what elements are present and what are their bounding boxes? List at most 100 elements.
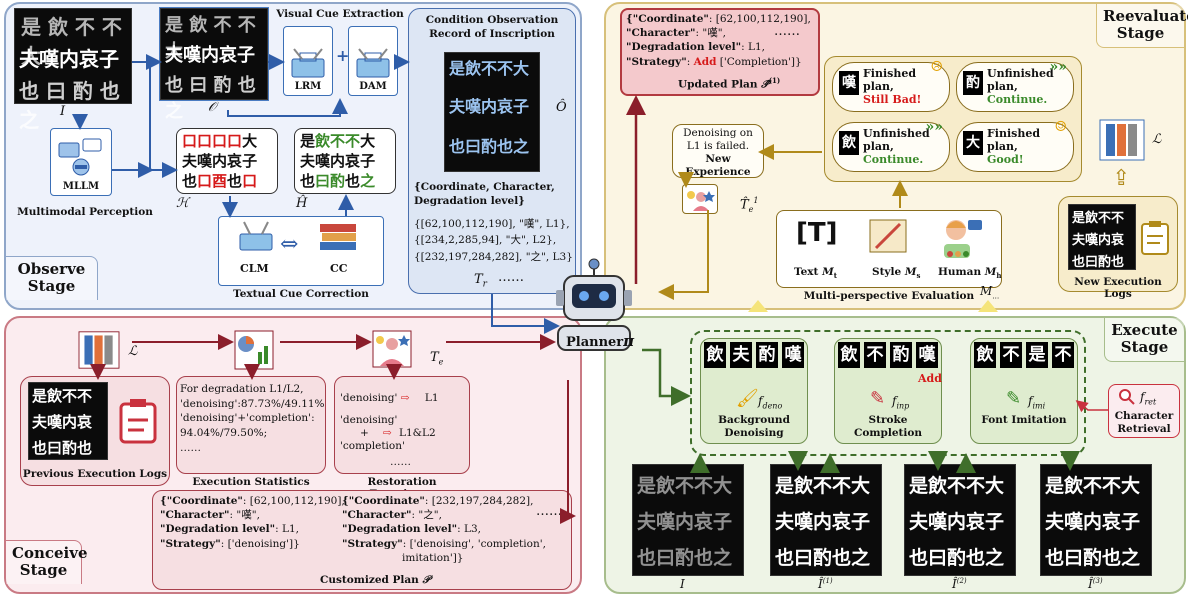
- symbol-f-ret: fret: [1140, 390, 1157, 407]
- output-symbol: Î(2): [952, 577, 967, 591]
- tool-caption: Stroke Completion: [854, 414, 922, 439]
- cloud-line-2: Continue.: [987, 93, 1048, 107]
- symbol-H-hat: Ĥ: [296, 196, 308, 211]
- plan-key: {"Coordinate": [160, 495, 243, 507]
- tool-caption: Font Imitation: [981, 414, 1067, 426]
- symbol-L-conceive: ℒ: [128, 344, 138, 359]
- plan-b-lines: {"Coordinate": [232,197,284,282],"Charac…: [342, 494, 568, 565]
- multimodal-perception-caption: Multimodal Perception: [17, 206, 153, 218]
- cloud-line-1: Finished plan,: [987, 127, 1041, 154]
- symbol-L-reeval: ℒ: [1152, 132, 1162, 147]
- observe-stage-label: Observe Stage: [6, 256, 98, 300]
- plan-key: {"Coordinate": [626, 13, 709, 25]
- record-line: {[232,197,284,282], "之", L3}: [414, 250, 573, 263]
- corrected-text-row: 也曰酌也之: [300, 171, 390, 191]
- raw-text-char: 口: [197, 172, 213, 190]
- clipboard-icon: [1141, 221, 1169, 255]
- execution-stats-box: [176, 376, 326, 474]
- updated-plan-line: "Strategy": Add ['Completion']}: [626, 55, 822, 69]
- magnifier-icon: [1119, 389, 1135, 405]
- output-row: 夫嘆内哀子: [637, 511, 733, 533]
- tool-char-tile: 酌: [890, 342, 912, 368]
- plan-value: : L3,: [457, 523, 481, 536]
- tool-function-symbol: fimi: [1028, 394, 1046, 411]
- output-row: 是飲不不大: [775, 475, 871, 497]
- symbol-O: 𝒪: [208, 100, 217, 115]
- plan-line: "Degradation level": L1,: [160, 522, 346, 536]
- detected-regions-image: 是 飲 不 不 大 夫嘆内哀子 也 曰 酌 也 之: [159, 7, 269, 122]
- plan-line: "Character": "之",: [342, 508, 568, 522]
- tool-char-tile: 酌: [756, 342, 778, 368]
- output-row: 也曰酌也之: [637, 547, 733, 569]
- books-icon: [320, 224, 356, 250]
- toolbox-icon: [291, 48, 325, 78]
- updated-plan-box: [620, 8, 820, 96]
- output-inscription-image: 是飲不不大夫嘆内哀子也曰酌也之: [904, 464, 1016, 576]
- mllm-module: MLLM: [50, 128, 112, 196]
- toolbox-icon: [239, 221, 273, 251]
- multi-eval-ellipsis: M…: [980, 284, 1000, 301]
- raw-text-box: 口口口口大夫嘆内哀子也口酉也口: [176, 128, 278, 194]
- strategy-rest: ['Completion']}: [716, 55, 802, 68]
- cloud-line-2: Still Bad!: [863, 93, 922, 107]
- plan-value: : "嘆",: [229, 509, 260, 522]
- symbol-O-hat: Ô: [556, 100, 567, 115]
- stats-line: 'denoising'+'completion':: [180, 412, 315, 425]
- symbol-Tr: Tr: [474, 272, 487, 290]
- output-row: 是飲不不大: [1045, 475, 1141, 497]
- tool-char-tile: 不: [1052, 342, 1074, 368]
- plan-key: "Strategy": [626, 55, 687, 68]
- corrected-text-char: 不: [345, 132, 361, 150]
- cloud-character: 酌: [963, 71, 983, 95]
- corrected-text-box: 是飲不不大夫嘆内哀子也曰酌也之: [294, 128, 396, 194]
- observe-arrows: [72, 54, 560, 334]
- previous-logs-caption: Previous Execution Logs: [22, 468, 168, 480]
- updated-plan-line: {"Coordinate": [62,100,112,190],: [626, 12, 822, 26]
- log-clipboard-icon: [119, 399, 157, 444]
- human-evaluator-icon: [944, 220, 982, 258]
- output-row: 也曰酌也之: [1045, 547, 1141, 569]
- execute-arrows: [642, 348, 1108, 473]
- tool-caption: Background Denoising: [718, 414, 790, 439]
- raw-text-char: 口: [212, 132, 228, 150]
- restoration-experience-box: [334, 376, 470, 474]
- tool-char-tile: 飲: [704, 342, 726, 368]
- pencil-icon: ✎: [870, 388, 886, 409]
- cc-label: CC: [330, 262, 348, 275]
- condition-record-title: Condition Observation Record of Inscript…: [425, 14, 559, 40]
- broom-icon: 🖌: [736, 388, 759, 409]
- plan-line: "Degradation level": L3,: [342, 522, 568, 536]
- plan-key: "Degradation level": [342, 523, 458, 536]
- cloud-line-2: Good!: [987, 153, 1024, 167]
- plan-value: : [232,197,284,282],: [424, 495, 534, 507]
- output-row: 夫嘆内哀子: [909, 511, 1005, 533]
- output-row: 也曰酌也之: [909, 547, 1005, 569]
- symbol-Te: Te: [430, 350, 444, 367]
- text-eval-icon: [T]: [796, 218, 838, 248]
- cloud-line-1: Finished plan,: [863, 67, 917, 94]
- plan-key: "Degradation level": [160, 523, 276, 536]
- plan-value: : "之",: [411, 509, 442, 522]
- cloud-line-1: Unfinished plan,: [863, 127, 930, 154]
- stats-line: 94.04%/79.50%;: [180, 427, 268, 440]
- output-inscription-image: 是飲不不大夫嘆内哀子也曰酌也之: [632, 464, 744, 576]
- customized-plan-caption: Customized Plan 𝒫: [320, 574, 431, 586]
- planner-label: Plannerπ: [566, 332, 635, 350]
- cloud-line-1: Unfinished plan,: [987, 67, 1054, 94]
- output-row: 也曰酌也之: [775, 547, 871, 569]
- output-row: 是飲不不大: [909, 475, 1005, 497]
- raw-text-char: 口: [227, 132, 243, 150]
- corrected-text-char: 曰: [315, 172, 331, 190]
- textual-correction-box: [218, 216, 384, 286]
- raw-text-char: 内: [212, 152, 228, 170]
- lrm-module: LRM: [283, 26, 333, 96]
- corrected-text-char: 内: [330, 152, 346, 170]
- plan-key: "Character": [342, 509, 412, 522]
- text-eval-label: Text Mt: [794, 266, 837, 281]
- plan-key: "Character": [160, 509, 230, 522]
- raw-text-row: 也口酉也口: [182, 171, 272, 191]
- input-inscription-image: 是 飲 不 不 大 夫嘆内哀子 也 曰 酌 也 之: [14, 8, 132, 132]
- plan-value: : [62,100,112,190],: [708, 13, 811, 25]
